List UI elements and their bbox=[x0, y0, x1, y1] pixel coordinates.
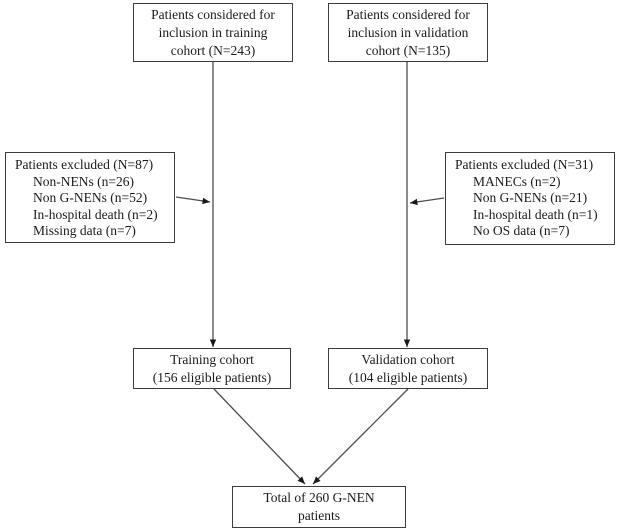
excluded-item: Non G-NENs (n=21) bbox=[473, 190, 588, 206]
box-validation-cohort: Validation cohort (104 eligible patients… bbox=[328, 348, 488, 389]
box-text-line: Patients considered for bbox=[346, 6, 470, 22]
box-text-line: Training cohort bbox=[170, 351, 254, 367]
box-text-line: cohort (N=243) bbox=[170, 42, 256, 58]
arrow-training-excluded-to-flow bbox=[175, 196, 211, 205]
excluded-item: Non G-NENs (n=52) bbox=[33, 190, 148, 206]
box-text-line: cohort (N=135) bbox=[365, 42, 451, 58]
box-validation-inclusion: Patients considered for inclusion in val… bbox=[328, 3, 488, 62]
box-text-line: inclusion in training bbox=[158, 24, 268, 40]
excluded-item: Non-NENs (n=26) bbox=[33, 173, 134, 189]
excluded-item: In-hospital death (n=1) bbox=[473, 206, 598, 222]
excluded-item: MANECs (n=2) bbox=[473, 173, 561, 189]
excluded-item: In-hospital death (n=2) bbox=[33, 206, 158, 222]
box-text-line: patients bbox=[298, 508, 340, 523]
excluded-item: Missing data (n=7) bbox=[33, 223, 136, 239]
box-validation-excluded: Patients excluded (N=31) MANECs (n=2) No… bbox=[445, 152, 615, 245]
box-training-inclusion: Patients considered for inclusion in tra… bbox=[133, 3, 293, 62]
excluded-title: Patients excluded (N=31) bbox=[455, 157, 594, 172]
box-text-line: inclusion in validation bbox=[347, 24, 469, 40]
arrow-validation-cohort-to-total bbox=[312, 388, 409, 485]
box-text-line: Patients considered for bbox=[151, 6, 275, 22]
box-training-cohort: Training cohort (156 eligible patients) bbox=[133, 348, 291, 389]
excluded-title: Patients excluded (N=87) bbox=[15, 157, 154, 172]
box-text-line: (156 eligible patients) bbox=[152, 369, 272, 385]
box-text-line: Total of 260 G-NEN bbox=[263, 490, 375, 505]
box-text-line: (104 eligible patients) bbox=[348, 369, 468, 385]
box-text-line: Validation cohort bbox=[361, 351, 455, 367]
box-total: Total of 260 G-NEN patients bbox=[232, 486, 406, 528]
arrow-validation-excluded-to-flow bbox=[409, 197, 445, 206]
arrow-training-cohort-to-total bbox=[213, 388, 306, 485]
box-training-excluded: Patients excluded (N=87) Non-NENs (n=26)… bbox=[5, 152, 175, 243]
excluded-item: No OS data (n=7) bbox=[473, 223, 570, 239]
